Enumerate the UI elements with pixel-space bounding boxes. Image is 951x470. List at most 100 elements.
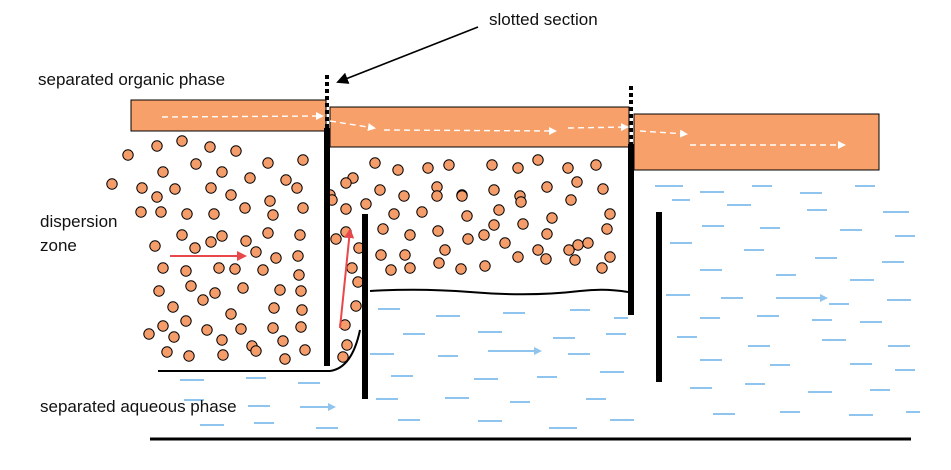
dispersion-zone-label-line2: zone — [40, 236, 77, 255]
droplet — [189, 242, 201, 254]
organic-band-2 — [329, 106, 630, 148]
droplet — [398, 190, 410, 202]
organic-phase-label: separated organic phase — [38, 70, 226, 89]
droplet — [250, 345, 262, 357]
droplet — [225, 308, 237, 320]
droplet — [512, 162, 524, 174]
droplet — [337, 351, 349, 363]
droplet — [181, 208, 193, 220]
droplet — [270, 252, 282, 264]
droplet — [240, 235, 252, 247]
droplet — [279, 353, 291, 365]
droplet — [213, 262, 225, 274]
droplet — [562, 162, 574, 174]
droplet — [264, 195, 276, 207]
droplet — [374, 184, 386, 196]
droplet — [360, 198, 372, 210]
baffle-wall-2 — [656, 212, 662, 382]
droplet — [168, 331, 180, 343]
droplet — [532, 244, 544, 256]
droplet — [205, 236, 217, 248]
droplet — [590, 159, 602, 171]
droplet — [350, 300, 362, 312]
droplet — [517, 218, 529, 230]
droplet — [297, 202, 309, 214]
droplet — [462, 233, 474, 245]
droplet — [346, 262, 358, 274]
droplet — [225, 189, 237, 201]
droplet — [216, 334, 228, 346]
droplet — [185, 280, 197, 292]
droplet — [296, 304, 308, 316]
droplet — [499, 237, 511, 249]
droplet — [167, 301, 179, 313]
droplet — [239, 202, 251, 214]
droplet — [280, 174, 292, 186]
droplet — [149, 240, 161, 252]
droplet — [176, 229, 188, 241]
droplet — [250, 246, 262, 258]
droplet — [488, 184, 500, 196]
droplet — [546, 212, 558, 224]
droplet — [369, 157, 381, 169]
droplet — [237, 282, 249, 294]
droplet — [569, 254, 581, 266]
organic-flow-arrow — [329, 120, 376, 132]
droplet — [377, 223, 389, 235]
droplet — [461, 210, 473, 222]
droplet — [235, 323, 247, 335]
droplet — [601, 223, 613, 235]
droplet — [157, 320, 169, 332]
droplet — [217, 349, 229, 361]
droplet — [155, 206, 167, 218]
droplet — [136, 182, 148, 194]
droplet — [512, 251, 524, 263]
droplet — [209, 287, 221, 299]
droplet — [157, 166, 169, 178]
droplet — [201, 324, 213, 336]
droplet — [597, 183, 609, 195]
droplet — [443, 159, 455, 171]
droplet — [153, 285, 165, 297]
droplet — [456, 190, 468, 202]
droplet — [433, 257, 445, 269]
droplet — [486, 159, 498, 171]
droplet — [267, 322, 279, 334]
organic-flow-arrow — [639, 129, 688, 138]
droplet — [352, 276, 364, 288]
droplet — [571, 176, 583, 188]
interface-line-left — [158, 329, 361, 372]
organic-band-3 — [633, 113, 880, 171]
dispersion-droplets — [106, 135, 616, 365]
weir-wall-2 — [628, 144, 634, 315]
droplet — [183, 350, 195, 362]
droplet — [267, 209, 279, 221]
droplet — [431, 190, 443, 202]
dispersion-zone-label-line1: dispersion — [40, 212, 118, 231]
droplet — [291, 182, 303, 194]
droplet — [541, 228, 553, 240]
droplet — [432, 225, 444, 237]
droplet — [340, 203, 352, 215]
droplet — [277, 335, 289, 347]
droplet — [262, 227, 274, 239]
droplet — [135, 206, 147, 218]
droplet — [229, 263, 241, 275]
interface-line-middle — [369, 288, 629, 296]
droplet — [169, 183, 181, 195]
droplet — [268, 302, 280, 314]
droplet — [385, 264, 397, 276]
droplet — [388, 208, 400, 220]
droplet — [340, 177, 352, 189]
droplet — [541, 181, 553, 193]
droplet — [392, 164, 404, 176]
droplet — [244, 172, 256, 184]
droplet — [216, 166, 228, 178]
droplet — [565, 194, 577, 206]
droplet — [180, 315, 192, 327]
droplet — [416, 206, 428, 218]
droplet — [161, 346, 173, 358]
droplet — [274, 284, 286, 296]
droplet — [341, 339, 353, 351]
